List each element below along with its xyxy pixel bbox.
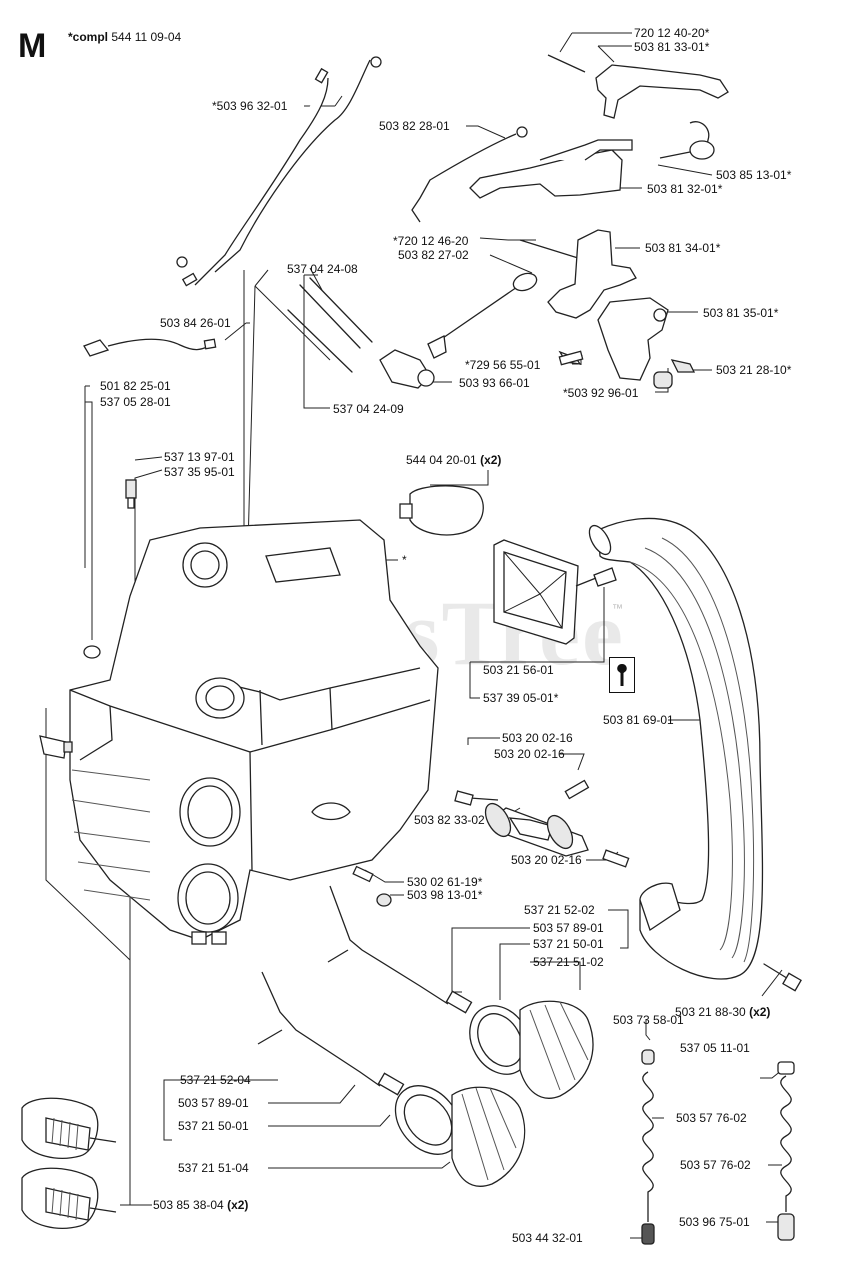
leader-lines: [45, 32, 783, 1239]
label-47: 503 96 75-01: [679, 1215, 750, 1229]
label-18: 537 05 28-01: [100, 395, 171, 409]
label-44: 503 57 76-02: [680, 1158, 751, 1172]
compl-number: 544 11 09-04: [111, 30, 182, 44]
label-37: 503 21 88-30 (x2): [675, 1005, 770, 1019]
label-9: 503 81 34-01*: [645, 241, 721, 255]
label-33: 537 21 52-02: [524, 903, 595, 917]
label-11: 503 84 26-01: [160, 316, 231, 330]
label-6: 503 81 32-01*: [647, 182, 723, 196]
label-39: 537 05 11-01: [680, 1041, 750, 1055]
label-27: 503 20 02-16: [502, 731, 573, 745]
vibration-damper-upper: [21, 1097, 117, 1159]
label-42: 503 57 76-02: [676, 1111, 747, 1125]
label-1: 720 12 40-20*: [634, 26, 710, 40]
label-3: *503 96 32-01: [212, 99, 288, 113]
label-46: 503 85 38-04 (x2): [153, 1198, 248, 1212]
label-10: 537 04 24-08: [287, 262, 358, 276]
label-22: 537 35 95-01: [164, 465, 235, 479]
label-36: 537 21 51-02: [533, 955, 604, 969]
label-37-qty: (x2): [749, 1005, 771, 1019]
label-43: 537 21 50-01: [178, 1119, 249, 1133]
label-2: 503 81 33-01*: [634, 40, 710, 54]
label-12: 503 81 35-01*: [703, 306, 779, 320]
label-46-number: 503 85 38-04: [153, 1198, 224, 1212]
label-7: *720 12 46-20: [393, 234, 469, 248]
label-21: 537 13 97-01: [164, 450, 235, 464]
label-14: 503 21 28-10*: [716, 363, 792, 377]
complete-assembly-note: *compl 544 11 09-04: [68, 30, 181, 44]
label-8: 503 82 27-02: [398, 248, 469, 262]
section-letter: M: [18, 27, 47, 65]
spring-filter-left: [641, 1049, 655, 1245]
fuel-tank-housing: [39, 479, 439, 945]
label-45: 537 21 51-04: [178, 1161, 249, 1175]
front-handle: [588, 517, 802, 992]
label-48: 503 44 32-01: [512, 1231, 583, 1245]
ignition-cable-harness: [176, 56, 382, 287]
short-cable-503-84-26: [83, 338, 217, 357]
label-13: *729 56 55-01: [465, 358, 541, 372]
label-35: 537 21 50-01: [533, 937, 604, 951]
label-5: 503 85 13-01*: [716, 168, 792, 182]
label-20: 544 04 20-01 (x2): [406, 453, 501, 467]
label-41: 503 57 89-01: [178, 1096, 249, 1110]
label-4: 503 82 28-01: [379, 119, 450, 133]
label-28: 503 20 02-16: [494, 747, 565, 761]
label-34: 503 57 89-01: [533, 921, 604, 935]
label-17: 501 82 25-01: [100, 379, 171, 393]
wrench-icon: [609, 657, 635, 693]
label-31: 530 02 61-19*: [407, 875, 483, 889]
watermark-tm: ™: [612, 603, 623, 615]
label-16: *503 92 96-01: [563, 386, 639, 400]
vibration-damper-lower: [21, 1167, 117, 1229]
label-15: 503 93 66-01: [459, 376, 530, 390]
label-25: 537 39 05-01*: [483, 691, 559, 705]
air-filter-housing: [493, 539, 617, 645]
filter-544-04-20: [399, 485, 484, 536]
cap-assembly-upper: [327, 885, 594, 1099]
label-23: *: [402, 553, 407, 567]
label-46-qty: (x2): [227, 1198, 249, 1212]
label-26: 503 81 69-01: [603, 713, 674, 727]
throttle-trigger-assembly: [411, 54, 729, 389]
label-19: 537 04 24-09: [333, 402, 404, 416]
label-20-number: 544 04 20-01: [406, 453, 477, 467]
label-38: 503 73 58-01: [613, 1013, 684, 1027]
label-30: 503 20 02-16: [511, 853, 582, 867]
label-32: 503 98 13-01*: [407, 888, 483, 902]
label-24: 503 21 56-01: [483, 663, 554, 677]
cap-assembly-lower: [257, 971, 526, 1187]
spacer-tube-assembly: [454, 779, 630, 868]
choke-rods-and-valve: [287, 277, 435, 389]
small-fasteners: [352, 350, 584, 907]
compl-key: *compl: [68, 30, 109, 44]
spring-filter-right: [777, 1061, 795, 1241]
label-20-qty: (x2): [480, 453, 502, 467]
label-40: 537 21 52-04: [180, 1073, 251, 1087]
label-37-number: 503 21 88-30: [675, 1005, 746, 1019]
label-29: 503 82 33-02: [414, 813, 485, 827]
